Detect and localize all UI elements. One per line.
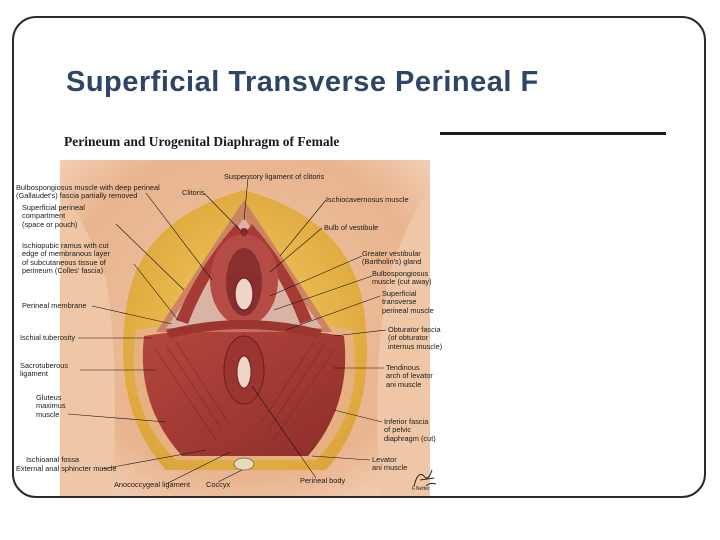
label-superficial-transverse-perineal: Superficial transverse perineal muscle [382, 289, 434, 315]
label-inferior-fascia: Inferior fascia of pelvic diaphragm (cut… [384, 417, 436, 443]
superficial-transverse-perineal-muscle [166, 320, 322, 338]
slide-title: Superficial Transverse Perineal F [66, 66, 539, 98]
label-external-anal-sphincter: External anal sphincter muscle [16, 464, 117, 473]
label-anococcygeal-ligament: Anococcygeal ligament [114, 480, 191, 489]
label-greater-vestibular-gland: Greater vestibular (Bartholin's) gland [362, 249, 422, 267]
label-obturator-fascia: Obturator fascia (of obturator internus … [388, 325, 443, 351]
vaginal-orifice [234, 277, 254, 311]
label-perineal-body: Perineal body [300, 476, 346, 485]
label-tendinous-arch: Tendinous arch of levator ani muscle [386, 363, 433, 389]
label-ischiocavernosus: Ischiocavernosus muscle [326, 195, 409, 204]
artist-signature-text: F.Netter [412, 486, 430, 492]
anatomy-illustration: Bulbospongiosus muscle with deep perinea… [16, 160, 470, 496]
label-perineal-membrane: Perineal membrane [22, 301, 87, 310]
label-ischial-tuberosity: Ischial tuberosity [20, 333, 76, 342]
anal-canal [236, 355, 252, 389]
title-divider [440, 132, 666, 135]
perineum-drawing [60, 160, 430, 496]
leader-lines [67, 177, 387, 485]
label-ischiopubic-ramus: Ischiopubic ramus with cut edge of membr… [22, 241, 110, 276]
label-suspensory-ligament: Suspensory ligament of clitoris [224, 172, 325, 181]
muscle-fibers [155, 341, 335, 441]
label-bulb-of-vestibule: Bulb of vestibule [324, 223, 379, 232]
label-superficial-perineal-compartment: Superficial perineal compartment (space … [22, 203, 85, 229]
plate-title: Perineum and Urogenital Diaphragm of Fem… [64, 134, 340, 149]
label-gluteus-maximus: Gluteus maximus muscle [36, 393, 66, 419]
label-bulbospongiosus-fascia: Bulbospongiosus muscle with deep perinea… [16, 183, 160, 201]
coccyx [233, 457, 255, 471]
label-coccyx: Coccyx [206, 480, 231, 489]
label-bulbospongiosus-cut: Bulbospongiosus muscle (cut away) [372, 269, 432, 287]
thigh-left [60, 190, 115, 496]
label-ischioanal-fossa: Ischioanal fossa [26, 455, 79, 464]
clitoris [240, 228, 248, 236]
artist-signature [413, 469, 437, 487]
label-clitoris: Clitoris [182, 188, 205, 197]
label-sacrotuberous-ligament: Sacrotuberous ligament [20, 361, 69, 379]
label-levator-ani: Levator ani muscle [372, 455, 408, 473]
thigh-right [377, 190, 430, 496]
